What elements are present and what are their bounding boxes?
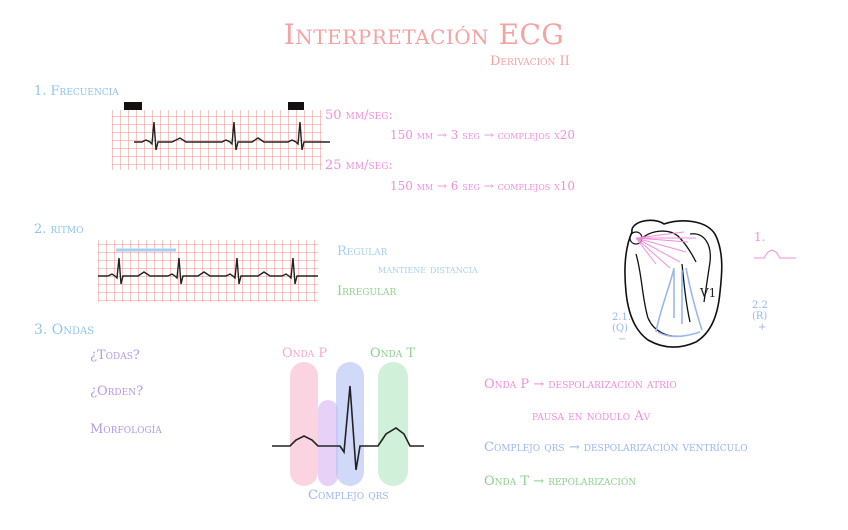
speed-50-label: 50 mm/seg: xyxy=(325,108,393,123)
def-pausa-nodulo: pausa en nódulo Av xyxy=(532,409,650,424)
ritmo-regular-note: mantiene distancia xyxy=(378,262,478,276)
ritmo-regular-label: Regular xyxy=(337,244,387,259)
ecg-strip-frecuencia xyxy=(112,100,334,172)
def-complejo-qrs: Complejo qrs → despolarización ventrícul… xyxy=(484,440,748,455)
def-onda-t: Onda T → repolarización xyxy=(484,474,636,489)
section-ondas-heading: 3. Ondas xyxy=(34,322,94,338)
heart-conduction-diagram xyxy=(612,214,748,352)
speed-50-calc: 150 mm → 3 seg → complejos x20 xyxy=(390,128,575,142)
heart-right-num: 2.2 xyxy=(752,300,768,311)
p-wave-sketch-icon xyxy=(752,244,800,262)
heart-right-wave: (R) xyxy=(752,311,767,322)
heart-left-num: 2.1. xyxy=(612,312,631,323)
page-subtitle: Derivación II xyxy=(490,54,570,69)
heart-left-wave: (Q) xyxy=(612,323,628,334)
ondas-question-morfologia: Morfología xyxy=(90,422,162,437)
ecg-strip-ritmo xyxy=(98,236,324,306)
ondas-question-todas: ¿Todas? xyxy=(90,348,140,363)
section-ritmo-heading: 2. ritmo xyxy=(34,222,83,237)
complejo-qrs-diagram-label: Complejo qrs xyxy=(308,488,389,503)
speed-25-calc: 150 mm → 6 seg → complejos x10 xyxy=(390,179,575,193)
speed-25-label: 25 mm/seg: xyxy=(325,158,393,173)
heart-left-sign: − xyxy=(618,334,626,345)
heart-right-sign: + xyxy=(758,322,766,333)
ecg-waves-diagram xyxy=(268,358,428,488)
ritmo-irregular-label: Irregular xyxy=(337,284,396,299)
heart-label-1: 1. xyxy=(754,230,765,244)
ondas-question-orden: ¿Orden? xyxy=(90,384,143,399)
def-onda-p: Onda P → despolarización atrio xyxy=(484,377,677,392)
section-frecuencia-heading: 1. Frecuencia xyxy=(34,84,119,99)
page-title: Interpretación ECG xyxy=(0,18,848,51)
heart-v1-label: V1 xyxy=(700,286,716,300)
